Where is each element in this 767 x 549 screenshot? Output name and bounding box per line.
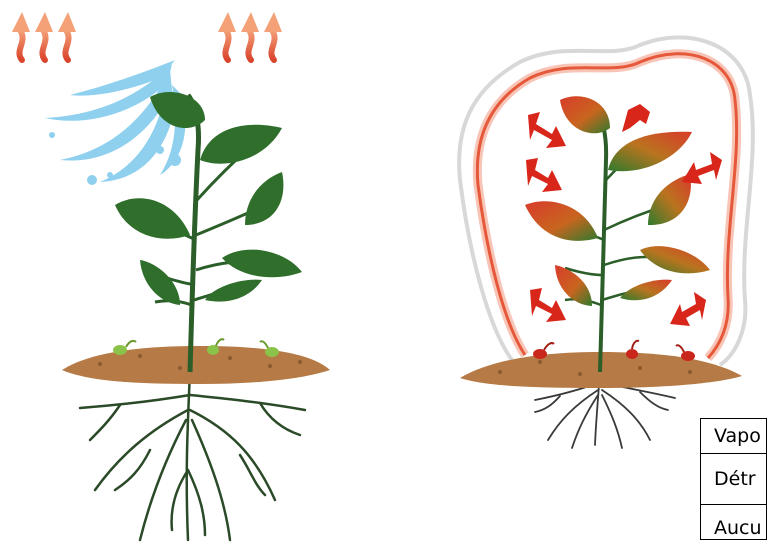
legend-cell-detr: Détr — [701, 454, 767, 505]
left-roots — [80, 370, 305, 540]
legend-table: Vapo Détr Aucu — [700, 418, 767, 540]
left-heat-arrows — [12, 12, 282, 60]
water-spray — [45, 60, 186, 185]
left-soil — [62, 346, 330, 384]
legend-cell-vapo: Vapo — [701, 419, 767, 454]
heat-arrow-icon — [19, 30, 68, 60]
heat-arrow-heads — [12, 12, 76, 32]
left-plant — [115, 92, 302, 372]
legend-cell-aucu: Aucu — [701, 505, 767, 540]
heat-arrow-icon — [225, 30, 274, 60]
